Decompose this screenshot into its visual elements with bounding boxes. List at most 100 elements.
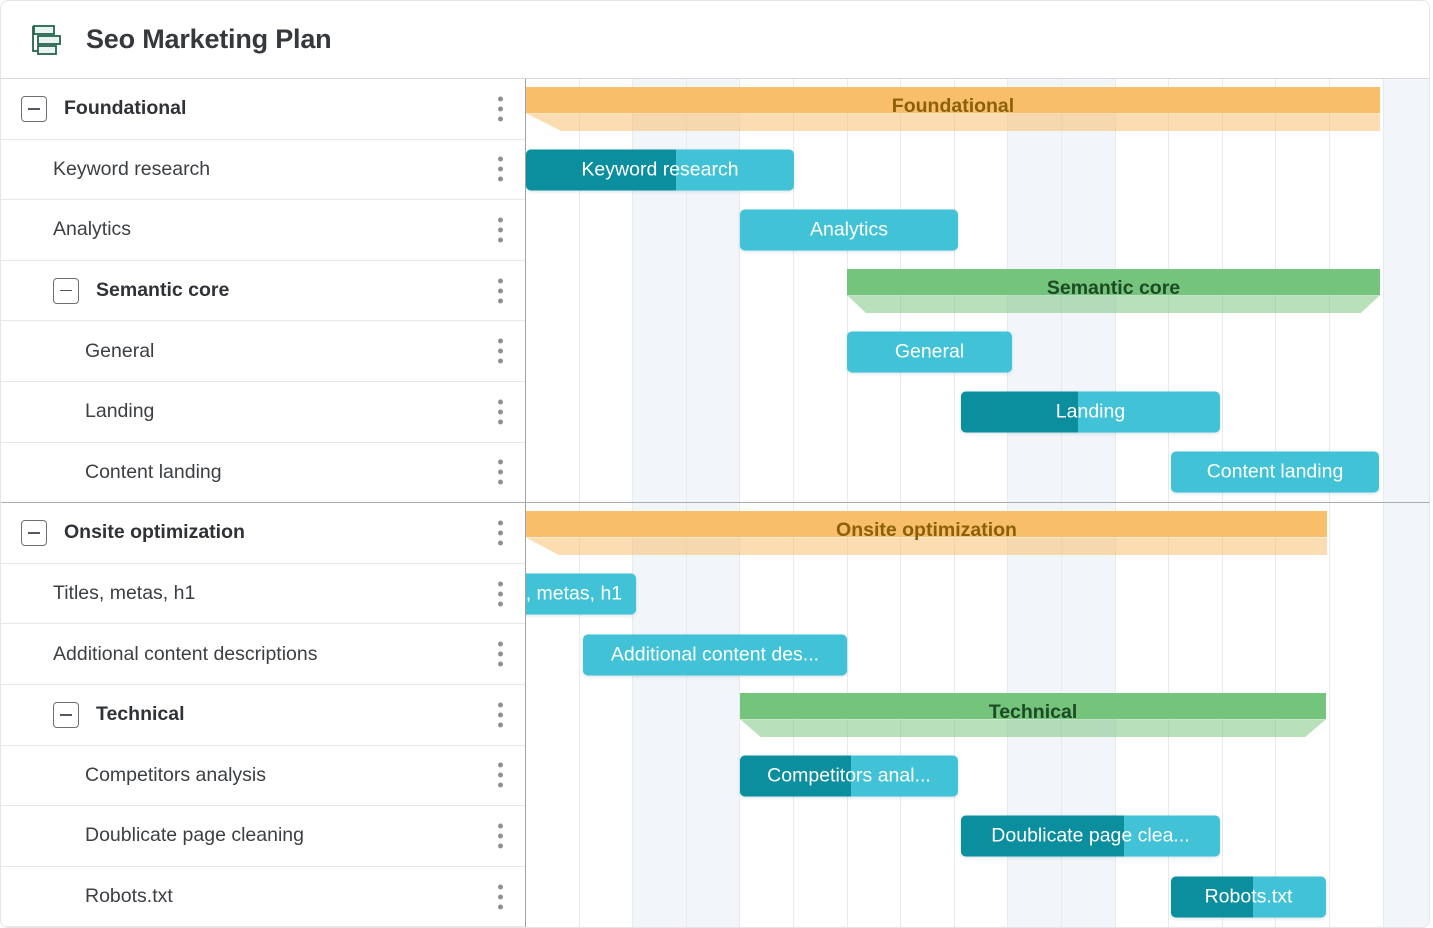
row-menu-icon[interactable] xyxy=(498,581,503,607)
bar-label: Additional content des... xyxy=(610,643,820,666)
summary-bar-body xyxy=(526,87,1380,114)
tree-row[interactable]: Robots.txt xyxy=(1,866,525,927)
summary-bar[interactable]: Foundational xyxy=(526,87,1380,132)
row-menu-icon[interactable] xyxy=(498,278,503,304)
task-bar[interactable]: General xyxy=(847,331,1012,373)
timeline-row: Doublicate page clea... xyxy=(526,806,1429,867)
task-name-label: Semantic core xyxy=(96,279,230,302)
summary-bar-skirt xyxy=(526,537,1327,556)
task-progress-fill xyxy=(961,391,1078,433)
task-bar[interactable]: Titles, metas, h1 xyxy=(526,573,636,615)
task-bar[interactable]: Content landing xyxy=(1171,451,1379,493)
task-name-label: Technical xyxy=(96,703,185,726)
bar-label: Competitors anal... xyxy=(767,764,931,787)
task-name-label: Foundational xyxy=(64,97,187,120)
task-bar[interactable]: Keyword research xyxy=(526,149,794,191)
timeline-row: Foundational xyxy=(526,79,1429,140)
task-bar[interactable]: Competitors anal... xyxy=(740,755,958,797)
summary-bar-skirt xyxy=(526,113,1380,132)
task-progress-fill xyxy=(961,815,1125,857)
bar-label: Titles, metas, h1 xyxy=(526,582,623,605)
row-menu-icon[interactable] xyxy=(498,459,503,485)
collapse-toggle-icon[interactable] xyxy=(21,519,47,546)
summary-bar-skirt xyxy=(740,719,1326,738)
task-name-label: Competitors analysis xyxy=(85,763,266,786)
gantt-header: Seo Marketing Plan xyxy=(1,1,1429,79)
task-name-label: Onsite optimization xyxy=(64,521,245,544)
tree-row[interactable]: Onsite optimization xyxy=(1,503,525,564)
collapse-toggle-icon[interactable] xyxy=(53,701,79,728)
summary-bar[interactable]: Onsite optimization xyxy=(526,511,1327,556)
task-name-label: Content landing xyxy=(85,460,222,483)
collapse-toggle-icon[interactable] xyxy=(53,277,79,304)
bar-label: Foundational xyxy=(891,95,1015,118)
tree-row[interactable]: Competitors analysis xyxy=(1,745,525,807)
tree-row[interactable]: Content landing xyxy=(1,442,525,504)
timeline-row: Robots.txt xyxy=(526,867,1429,927)
timeline-row: Competitors anal... xyxy=(526,746,1429,807)
bar-label: General xyxy=(894,340,965,363)
summary-bar-skirt xyxy=(847,295,1380,314)
timeline-row: Semantic core xyxy=(526,261,1429,322)
summary-bar[interactable]: Semantic core xyxy=(847,269,1380,314)
tree-row[interactable]: Semantic core xyxy=(1,260,525,322)
timeline-row: Technical xyxy=(526,685,1429,746)
row-menu-icon[interactable] xyxy=(498,520,503,546)
tree-row[interactable]: General xyxy=(1,321,525,382)
row-menu-icon[interactable] xyxy=(498,884,503,910)
timeline-row: Keyword research xyxy=(526,140,1429,201)
tree-row[interactable]: Titles, metas, h1 xyxy=(1,563,525,625)
tree-row[interactable]: Foundational xyxy=(1,79,525,140)
row-menu-icon[interactable] xyxy=(498,217,503,243)
task-progress-fill xyxy=(1171,876,1254,918)
task-name-label: Doublicate page cleaning xyxy=(85,824,304,847)
bar-label: Semantic core xyxy=(1046,277,1181,300)
collapse-toggle-icon[interactable] xyxy=(21,95,47,122)
row-menu-icon[interactable] xyxy=(498,399,503,425)
bar-label: Onsite optimization xyxy=(836,519,1017,542)
bar-label: Content landing xyxy=(1206,460,1344,483)
summary-bar-body xyxy=(526,511,1327,538)
row-menu-icon[interactable] xyxy=(498,156,503,182)
task-bar[interactable]: Landing xyxy=(961,391,1220,433)
task-name-label: Titles, metas, h1 xyxy=(53,582,196,605)
summary-bar[interactable]: Technical xyxy=(740,693,1326,738)
task-name-label: General xyxy=(85,339,155,362)
bar-label: Landing xyxy=(1055,400,1126,423)
bar-label: Doublicate page clea... xyxy=(991,824,1190,847)
row-menu-icon[interactable] xyxy=(498,96,503,122)
task-bar[interactable]: Analytics xyxy=(740,209,958,251)
row-menu-icon[interactable] xyxy=(498,641,503,667)
timeline-row: Titles, metas, h1 xyxy=(526,564,1429,625)
bar-label: Keyword research xyxy=(581,158,739,181)
tree-row[interactable]: Keyword research xyxy=(1,139,525,201)
summary-bar-body xyxy=(847,269,1380,296)
row-menu-icon[interactable] xyxy=(498,823,503,849)
tree-row[interactable]: Landing xyxy=(1,381,525,443)
tree-row[interactable]: Doublicate page cleaning xyxy=(1,806,525,867)
task-bar[interactable]: Additional content des... xyxy=(583,634,847,676)
tree-row[interactable]: Analytics xyxy=(1,200,525,261)
timeline-row: Onsite optimization xyxy=(526,503,1429,564)
row-menu-icon[interactable] xyxy=(498,338,503,364)
task-bar[interactable]: Doublicate page clea... xyxy=(961,815,1220,857)
task-name-label: Landing xyxy=(85,400,155,423)
task-bar[interactable]: Robots.txt xyxy=(1171,876,1326,918)
task-name-label: Additional content descriptions xyxy=(53,642,318,665)
task-name-label: Analytics xyxy=(53,218,132,241)
row-menu-icon[interactable] xyxy=(498,762,503,788)
tree-row[interactable]: Technical xyxy=(1,684,525,746)
task-progress-fill xyxy=(526,149,677,191)
page-title: Seo Marketing Plan xyxy=(86,24,332,54)
bar-label: Technical xyxy=(988,701,1078,724)
task-progress-fill xyxy=(740,755,852,797)
row-menu-icon[interactable] xyxy=(498,702,503,728)
timeline-row: Landing xyxy=(526,382,1429,443)
tree-row[interactable]: Additional content descriptions xyxy=(1,624,525,685)
timeline-row: General xyxy=(526,321,1429,382)
